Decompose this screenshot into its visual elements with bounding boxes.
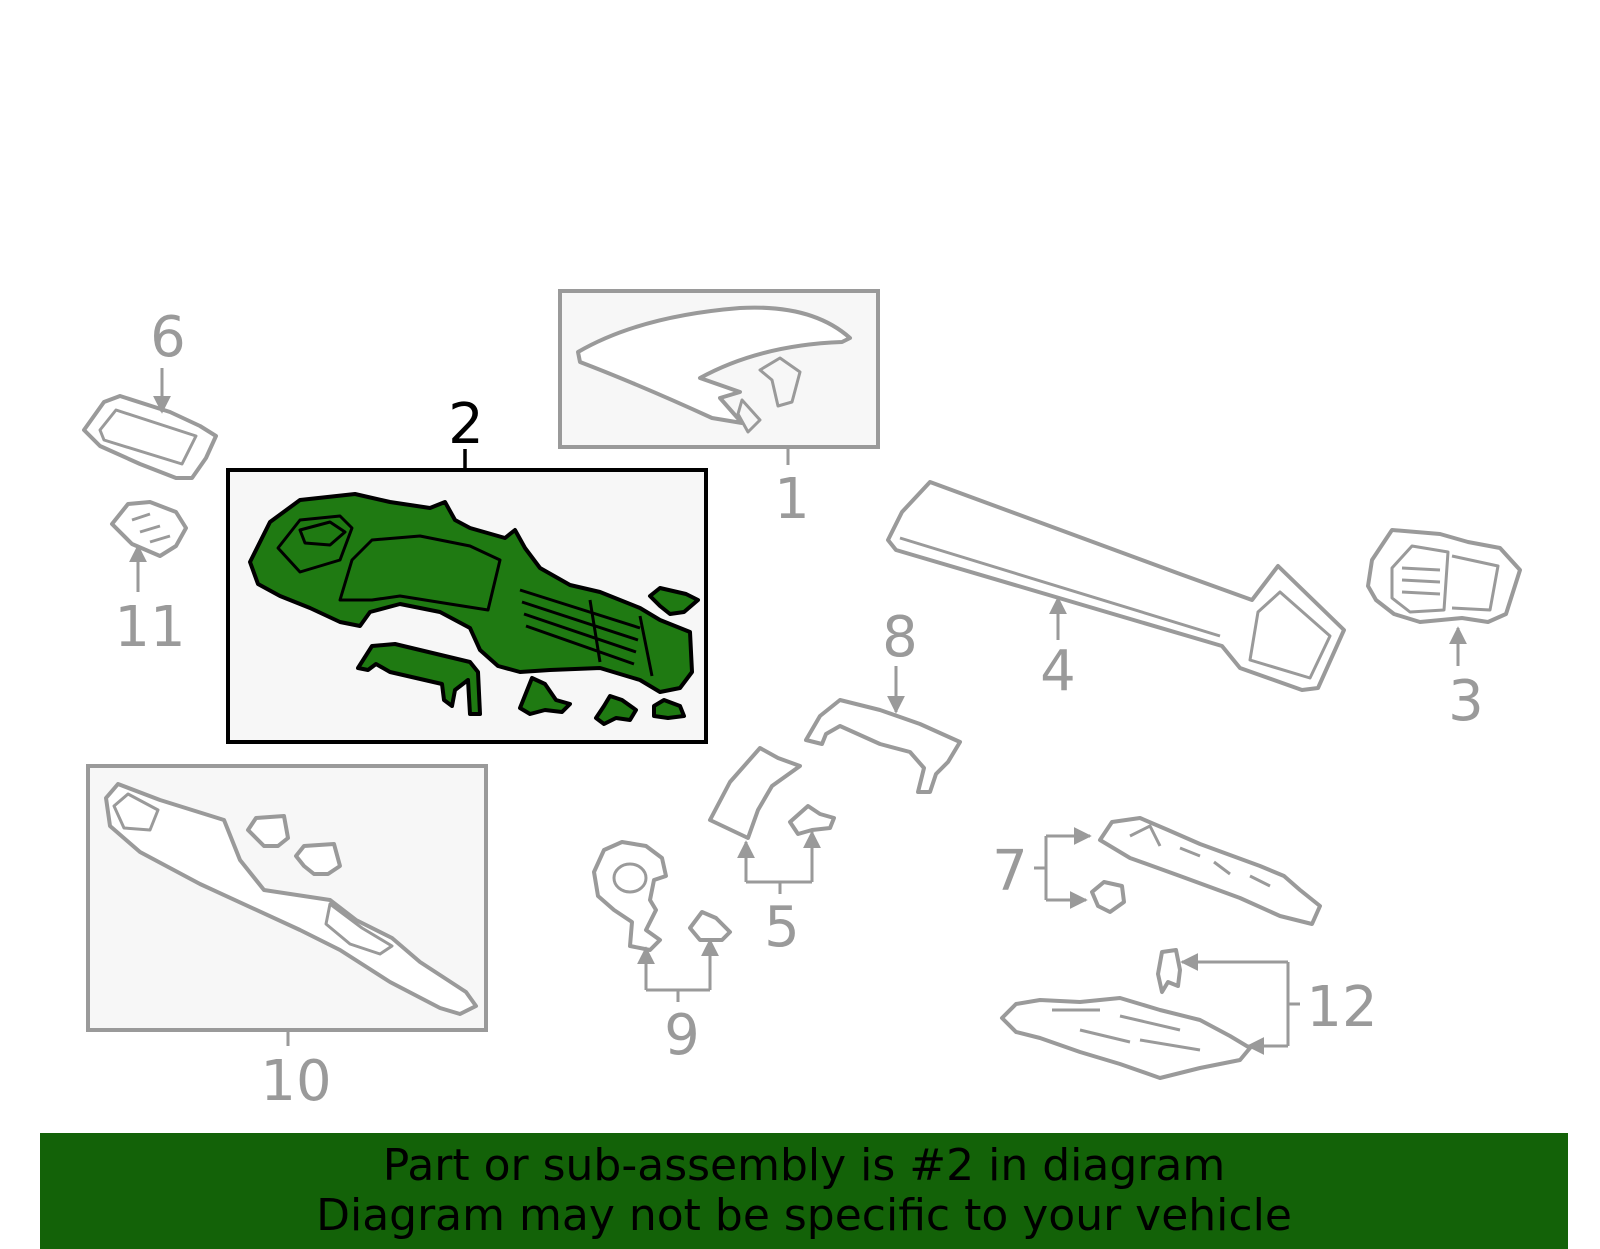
callout-9: 9 (664, 1003, 700, 1068)
part-7-clip (1090, 880, 1126, 914)
banner-line-2: Diagram may not be specific to your vehi… (316, 1190, 1292, 1241)
part-2-clip-d (652, 698, 686, 720)
part-2-instrument-panel (248, 492, 694, 694)
part-10-lower-panel (104, 782, 478, 1016)
part-4-trim-panel (886, 480, 1346, 692)
callout-1: 1 (774, 467, 810, 532)
part-2-clip-c (648, 586, 700, 616)
callout-12: 12 (1306, 975, 1377, 1040)
callout-11: 11 (114, 595, 185, 660)
part-6-cover-plate (82, 394, 218, 480)
part-9-clip (688, 910, 732, 942)
part-2-clip-b (594, 694, 638, 726)
callout-5: 5 (764, 895, 800, 960)
info-banner: Part or sub-assembly is #2 in diagram Di… (40, 1133, 1568, 1249)
callout-10: 10 (260, 1049, 331, 1114)
part-1-group[interactable]: 1 (558, 289, 880, 532)
callout-6: 6 (150, 305, 186, 370)
callout-8: 8 (882, 605, 918, 670)
callout-2: 2 (448, 392, 484, 457)
part-4-group[interactable]: 4 (886, 480, 1346, 704)
callout-4: 4 (1040, 639, 1076, 704)
part-5-group[interactable]: 5 (708, 746, 836, 960)
banner-line-1: Part or sub-assembly is #2 in diagram (382, 1140, 1226, 1191)
part-7-group[interactable]: 7 (992, 816, 1322, 926)
part-7-bracket (1098, 816, 1322, 926)
part-10-group[interactable]: 10 (86, 764, 488, 1114)
part-12-group[interactable]: 12 (1000, 948, 1378, 1080)
part-1-upper-cover (576, 305, 852, 425)
part-10-clip-a (246, 814, 290, 848)
part-2-clip-a (518, 676, 572, 716)
part-11-group[interactable]: 11 (110, 500, 188, 660)
part-8-group[interactable]: 8 (804, 605, 962, 794)
part-12-clip (1156, 948, 1182, 994)
part-12-support-bracket (1000, 996, 1252, 1080)
callout-7: 7 (992, 839, 1028, 904)
part-2-group[interactable]: 2 (226, 392, 708, 744)
part-9-knob-bracket (592, 840, 668, 952)
part-5-clip (788, 804, 836, 836)
part-5-corner-trim (708, 746, 802, 840)
part-3-group[interactable]: 3 (1366, 528, 1522, 734)
part-9-group[interactable]: 9 (592, 840, 732, 1068)
callout-3: 3 (1448, 669, 1484, 734)
part-8-arch-bracket (804, 698, 962, 794)
part-2-lower-bracket (356, 642, 482, 716)
part-6-group[interactable]: 6 (82, 305, 218, 480)
part-10-clip-b (294, 842, 342, 876)
